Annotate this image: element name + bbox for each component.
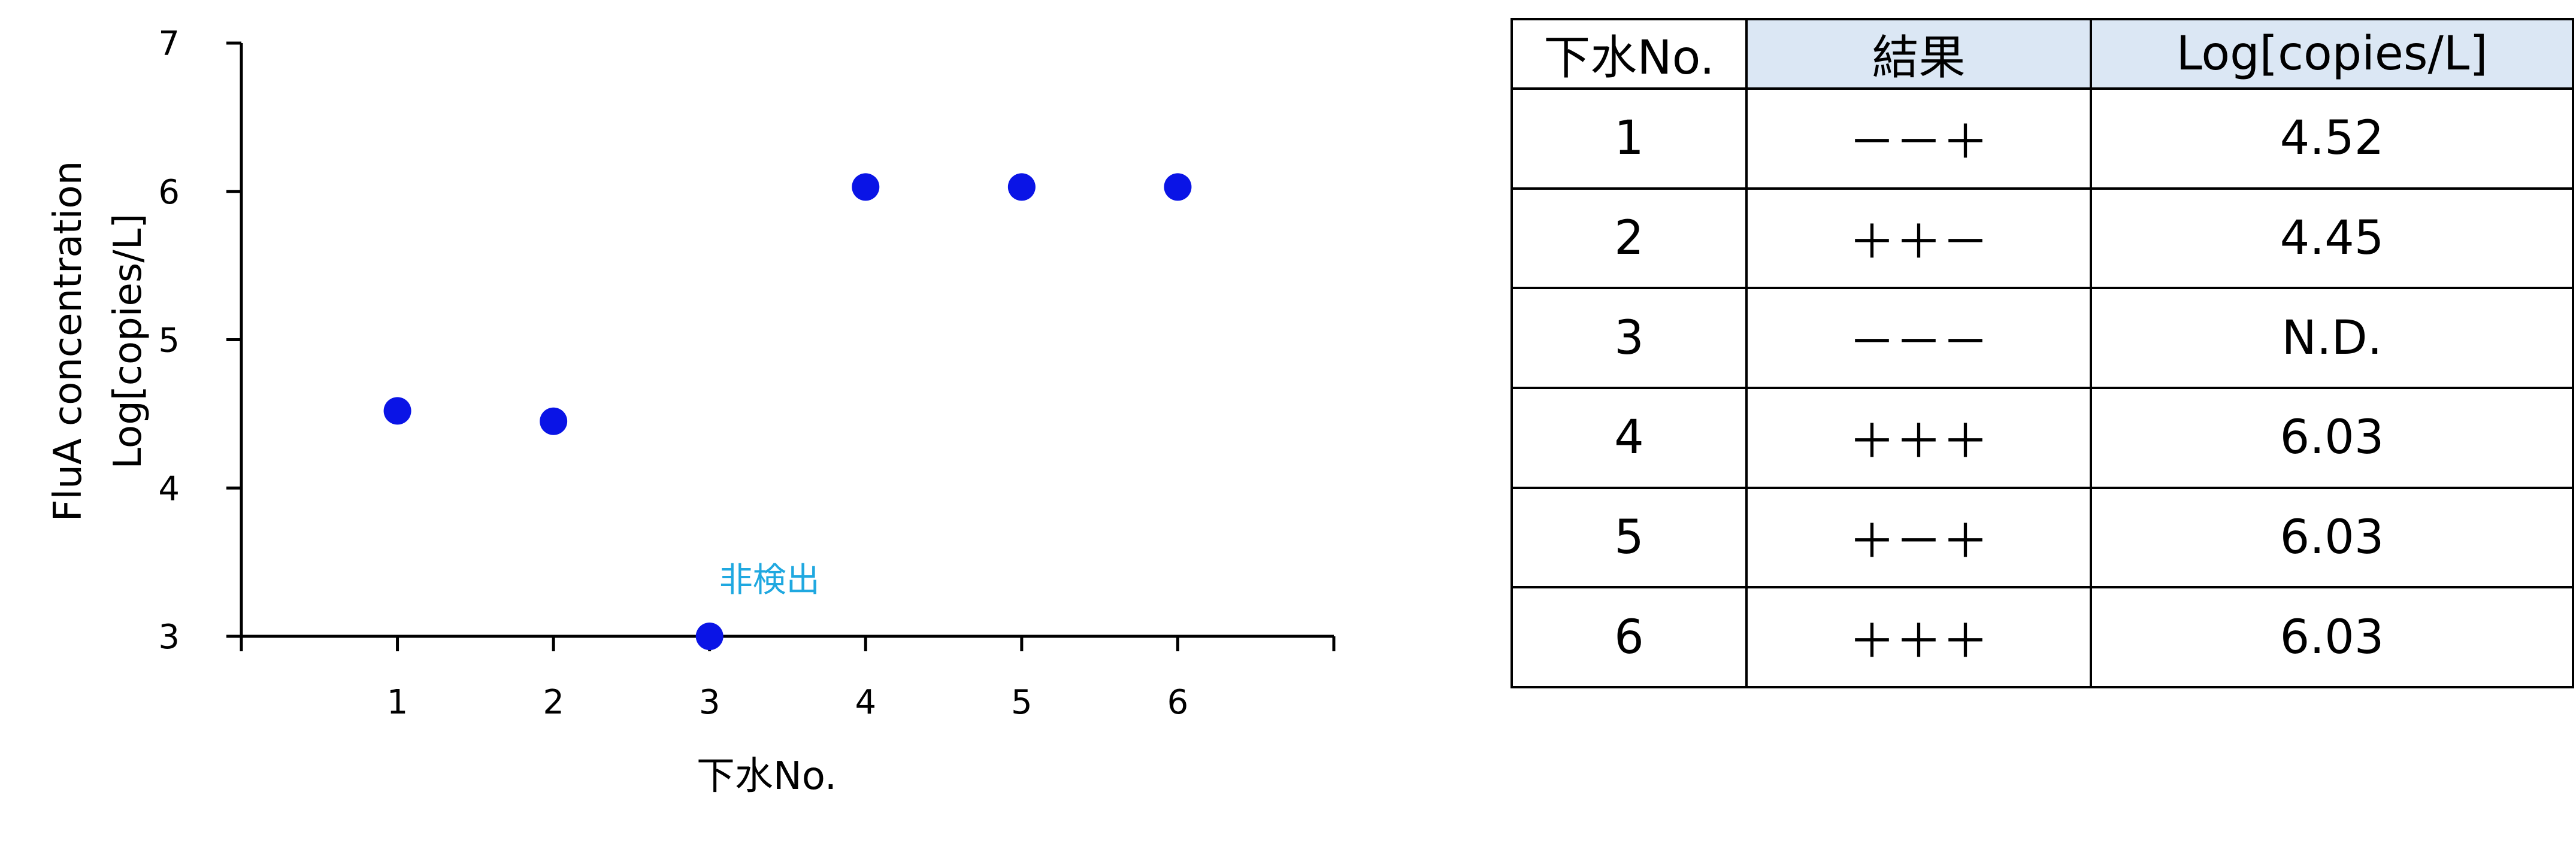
x-tick-label: 3 xyxy=(699,683,721,722)
annotation-label: 非検出 xyxy=(719,561,820,600)
y-tick-label: 7 xyxy=(158,25,180,63)
cell-sewage-no: 2 xyxy=(1511,187,1748,290)
y-axis-title-line1: FluA concentration xyxy=(46,161,90,522)
data-point xyxy=(852,173,880,201)
x-tick-label: 2 xyxy=(543,683,564,722)
cell-sewage-no: 1 xyxy=(1511,87,1748,190)
data-point xyxy=(540,407,568,435)
data-point xyxy=(695,623,724,650)
data-points xyxy=(383,173,1192,650)
y-tick-label: 5 xyxy=(158,321,180,360)
x-axis-ticks: 1 2 3 4 5 6 xyxy=(240,636,1336,722)
data-point xyxy=(1007,173,1036,201)
y-axis-title-line2: Log[copies/L] xyxy=(106,214,150,469)
y-tick-label: 4 xyxy=(158,469,180,508)
x-tick-label: 5 xyxy=(1011,683,1033,722)
header-log-copies: Log[copies/L] xyxy=(2090,18,2574,90)
cell-result: ＋＋－ xyxy=(1745,187,2092,290)
cell-log-copies: 6.03 xyxy=(2090,386,2574,489)
data-point xyxy=(1164,173,1192,201)
cell-result: ＋＋＋ xyxy=(1745,386,2092,489)
cell-log-copies: N.D. xyxy=(2090,287,2574,389)
cell-log-copies: 4.52 xyxy=(2090,87,2574,190)
y-axis-ticks: 3 4 5 6 7 xyxy=(158,25,241,657)
table-row: 6＋＋＋6.03 xyxy=(1511,586,2574,688)
table-row: 5＋－＋6.03 xyxy=(1511,486,2574,589)
cell-sewage-no: 6 xyxy=(1511,586,1748,688)
cell-result: －－＋ xyxy=(1745,87,2092,190)
chart-axes xyxy=(240,43,1334,638)
cell-log-copies: 6.03 xyxy=(2090,486,2574,589)
x-tick-label: 6 xyxy=(1167,683,1189,722)
table-row: 1－－＋4.52 xyxy=(1511,87,2574,190)
x-tick-label: 4 xyxy=(855,683,876,722)
cell-result: ＋＋＋ xyxy=(1745,586,2092,688)
cell-result: ＋－＋ xyxy=(1745,486,2092,589)
cell-result: －－－ xyxy=(1745,287,2092,389)
header-sewage-no: 下水No. xyxy=(1511,18,1748,90)
x-axis-title: 下水No. xyxy=(697,754,837,799)
table-header-row: 下水No. 結果 Log[copies/L] xyxy=(1511,18,2574,90)
cell-sewage-no: 5 xyxy=(1511,486,1748,589)
cell-sewage-no: 4 xyxy=(1511,386,1748,489)
scatter-chart: 3 4 5 6 7 1 2 3 4 5 6 非検出 下水No. FluA concentratio… xyxy=(46,25,1336,799)
table-row: 2＋＋－4.45 xyxy=(1511,187,2574,290)
y-tick-label: 3 xyxy=(158,618,180,657)
y-tick-label: 6 xyxy=(158,173,180,212)
header-result: 結果 xyxy=(1745,18,2092,90)
table-row: 4＋＋＋6.03 xyxy=(1511,386,2574,489)
data-point xyxy=(383,397,411,425)
cell-log-copies: 6.03 xyxy=(2090,586,2574,688)
cell-sewage-no: 3 xyxy=(1511,287,1748,389)
table-row: 3－－－N.D. xyxy=(1511,287,2574,389)
chart-annotations: 非検出 xyxy=(719,561,820,600)
cell-log-copies: 4.45 xyxy=(2090,187,2574,290)
x-tick-label: 1 xyxy=(387,683,408,722)
